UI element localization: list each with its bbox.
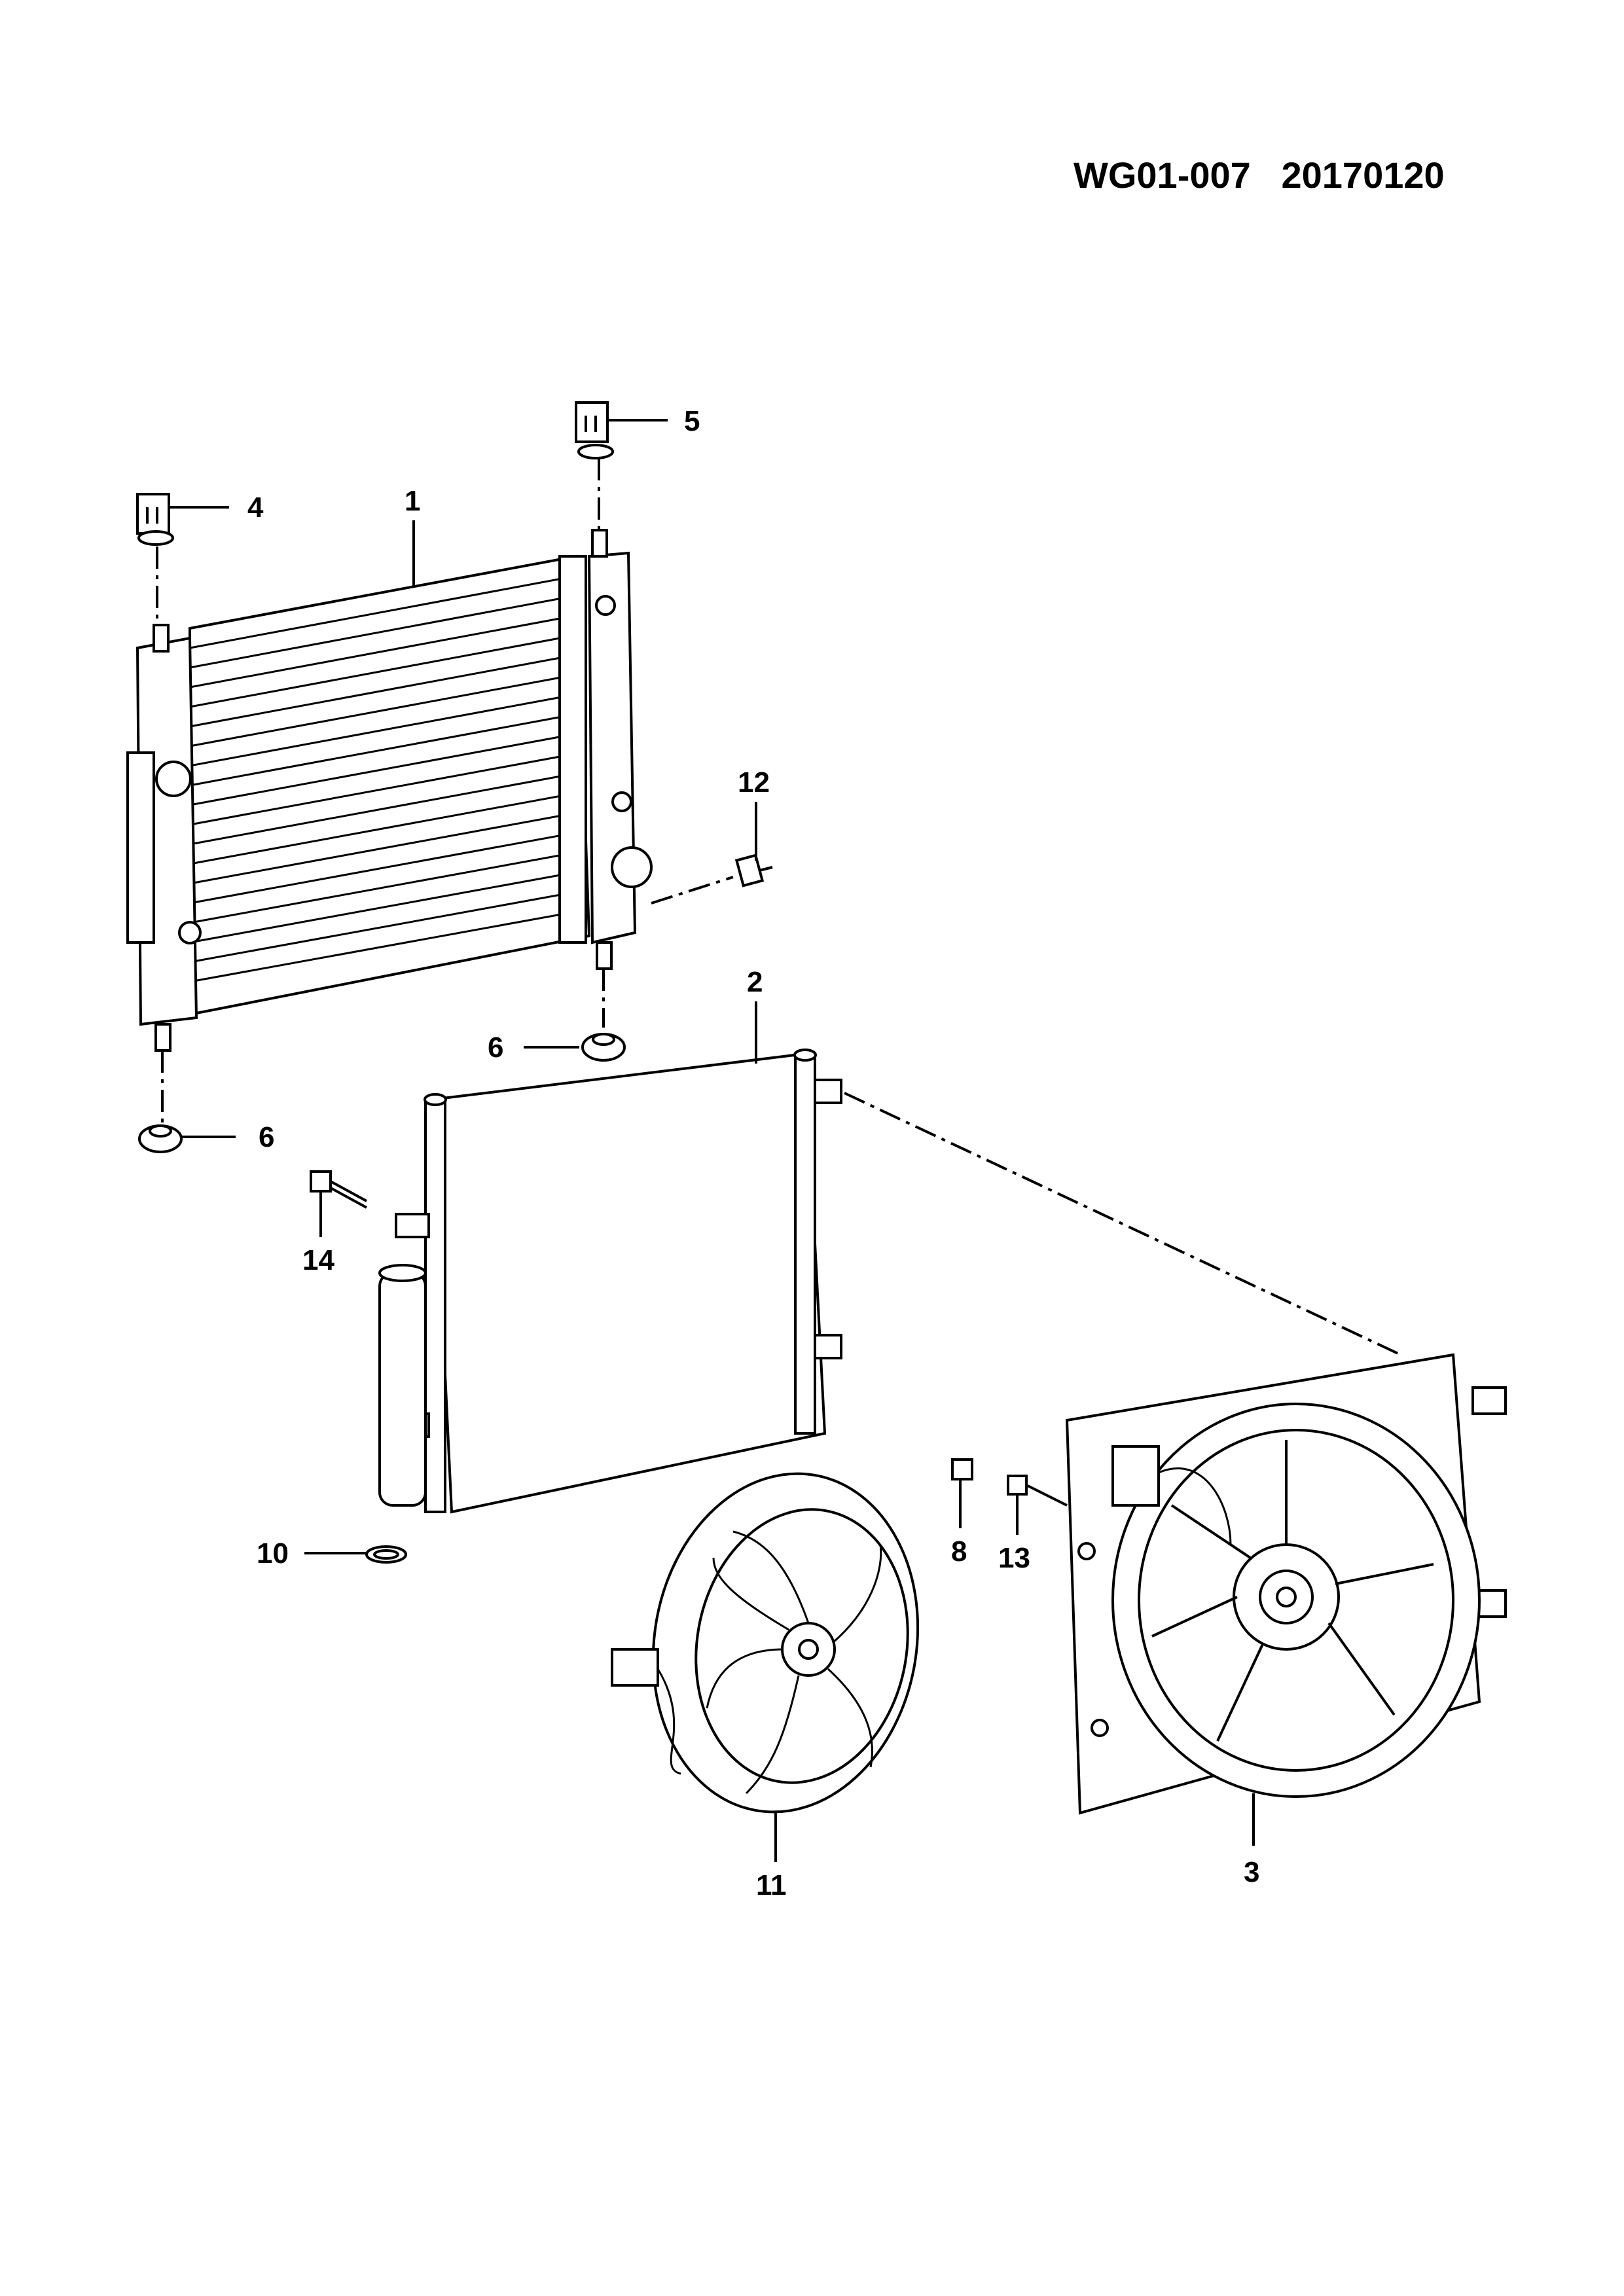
callout-6-lower: 6 — [259, 1121, 274, 1153]
upper-mount-bracket-left — [136, 493, 174, 625]
radiator — [126, 529, 653, 1052]
callout-11: 11 — [756, 1869, 787, 1901]
shroud-nut — [1007, 1475, 1068, 1507]
diagram-code: WG01-007 — [1074, 154, 1251, 196]
callout-2: 2 — [747, 966, 763, 998]
callout-8: 8 — [951, 1535, 967, 1568]
callout-labels: 1 2 3 4 5 6 6 8 10 11 12 13 14 — [247, 405, 1259, 1901]
diagram-header: WG01-007 20170120 — [1074, 154, 1445, 196]
callout-4: 4 — [247, 492, 264, 524]
o-ring — [365, 1545, 407, 1564]
callout-1: 1 — [405, 485, 420, 517]
leader-lines — [169, 419, 1255, 1862]
callout-5: 5 — [684, 405, 700, 437]
condenser-bolt — [310, 1170, 367, 1209]
callout-14: 14 — [302, 1244, 334, 1276]
callout-10: 10 — [257, 1537, 289, 1570]
shroud-bolt — [951, 1458, 973, 1480]
diagram-date: 20170120 — [1281, 154, 1445, 196]
ac-condenser — [378, 1049, 1401, 1514]
lower-mount-bushing-right — [581, 969, 626, 1062]
callout-13: 13 — [998, 1542, 1030, 1574]
fan-shroud — [1065, 1353, 1507, 1815]
radiator-fins — [189, 575, 587, 983]
callout-6-upper: 6 — [488, 1031, 503, 1064]
lower-mount-bushing-left — [138, 1050, 183, 1153]
upper-mount-bracket-right — [575, 401, 614, 530]
temperature-sensor — [651, 853, 773, 905]
callout-12: 12 — [738, 766, 770, 798]
cooling-fan-blade — [611, 1472, 920, 1814]
callout-3: 3 — [1244, 1856, 1259, 1888]
